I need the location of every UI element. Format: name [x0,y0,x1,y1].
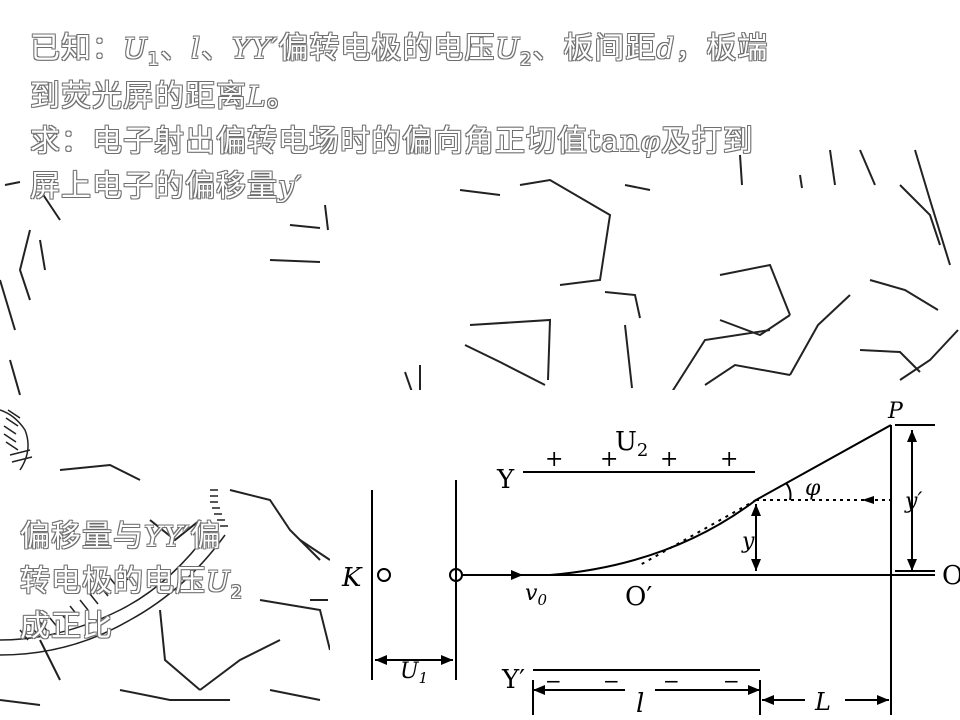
conclusion-line-2: 转电极的电压U2 [20,564,244,603]
deflection-diagram: U2 Y Y′ + + + + − − − − K v0 O′ O P φ y … [330,390,960,720]
label-minus-1: − [545,669,562,693]
label-u1: U1 [400,659,428,687]
label-minus-2: − [603,669,620,693]
label-y-prime: Y′ [501,665,525,695]
label-o-prime: O′ [625,582,652,612]
label-L: L [814,688,831,716]
label-plus-1: + [545,447,563,472]
electron-path [462,424,892,576]
label-p: P [887,399,904,424]
label-phi: φ [805,476,821,501]
question-line-2: 屏上电子的偏移量y′ [30,169,303,204]
label-k: K [341,563,363,593]
conclusion-line-3: 成正比 [20,609,113,644]
label-l: l [636,689,644,719]
label-u2: U2 [615,427,648,461]
given-line-1: 已知：U1、l、YY′偏转电极的电压U2、板间距d，板端 [30,31,769,70]
label-plus-4: + [720,447,738,472]
label-y: Y [496,465,515,495]
label-minus-4: − [723,669,740,693]
question-line-1: 求：电子射出偏转电场时的偏向角正切值tanφ及打到 [30,124,754,159]
given-line-2: 到荧光屏的距离L。 [30,79,298,114]
label-plus-2: + [600,447,618,472]
label-y-small: y [741,529,755,554]
label-plus-3: + [660,447,678,472]
label-y-prime-small: y′ [904,489,922,514]
label-v0: v0 [525,581,547,609]
cathode-hole [377,568,391,582]
label-minus-3: − [663,669,680,693]
anode-hole [449,568,463,582]
conclusion-line-1: 偏移量与YY′偏 [20,519,222,554]
phi-arc [785,482,792,501]
dotted-extension [639,499,757,566]
label-o: O [942,561,960,591]
